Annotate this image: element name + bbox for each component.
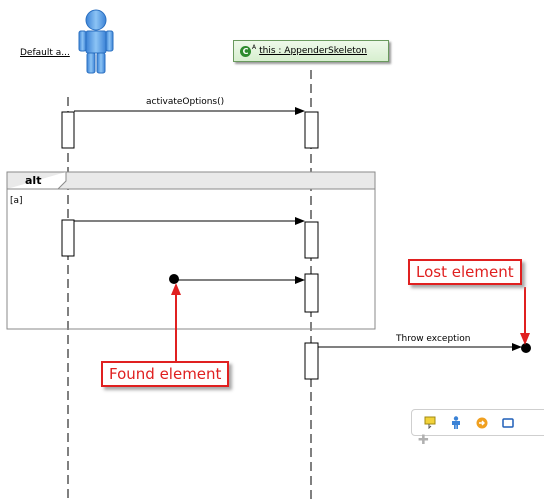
activation-bar[interactable]: [304, 273, 319, 313]
abstract-marker: A: [252, 44, 257, 51]
floating-palette: [411, 409, 544, 436]
activation-bar[interactable]: [61, 111, 75, 149]
activation-bar[interactable]: [61, 219, 75, 257]
class-lifeline-head[interactable]: C A this : AppenderSkeleton: [233, 40, 389, 62]
lost-element-callout: Lost element: [408, 259, 522, 285]
note-icon[interactable]: [424, 416, 436, 429]
guard-condition[interactable]: [a]: [10, 196, 23, 206]
class-icon: C: [240, 45, 251, 57]
activation-bar[interactable]: [304, 342, 319, 380]
message-label[interactable]: Throw exception: [396, 334, 471, 344]
message-label[interactable]: activateOptions(): [146, 97, 225, 107]
arrow-circle-icon[interactable]: [476, 417, 488, 429]
actor-label[interactable]: Default a...: [20, 48, 70, 58]
activation-bar[interactable]: [304, 111, 319, 149]
plus-icon[interactable]: ✚: [418, 433, 429, 448]
found-element-callout: Found element: [101, 361, 230, 387]
activation-bar[interactable]: [304, 221, 319, 259]
actor-figure-icon[interactable]: [78, 9, 114, 74]
lost-endpoint-icon[interactable]: [521, 343, 531, 353]
alt-fragment[interactable]: [6, 171, 376, 330]
found-endpoint-icon[interactable]: [169, 274, 179, 284]
rectangle-icon[interactable]: [502, 417, 514, 429]
class-name: this : AppenderSkeleton: [259, 46, 367, 56]
actor-icon[interactable]: [450, 416, 462, 429]
alt-operator-label: alt: [25, 174, 42, 187]
